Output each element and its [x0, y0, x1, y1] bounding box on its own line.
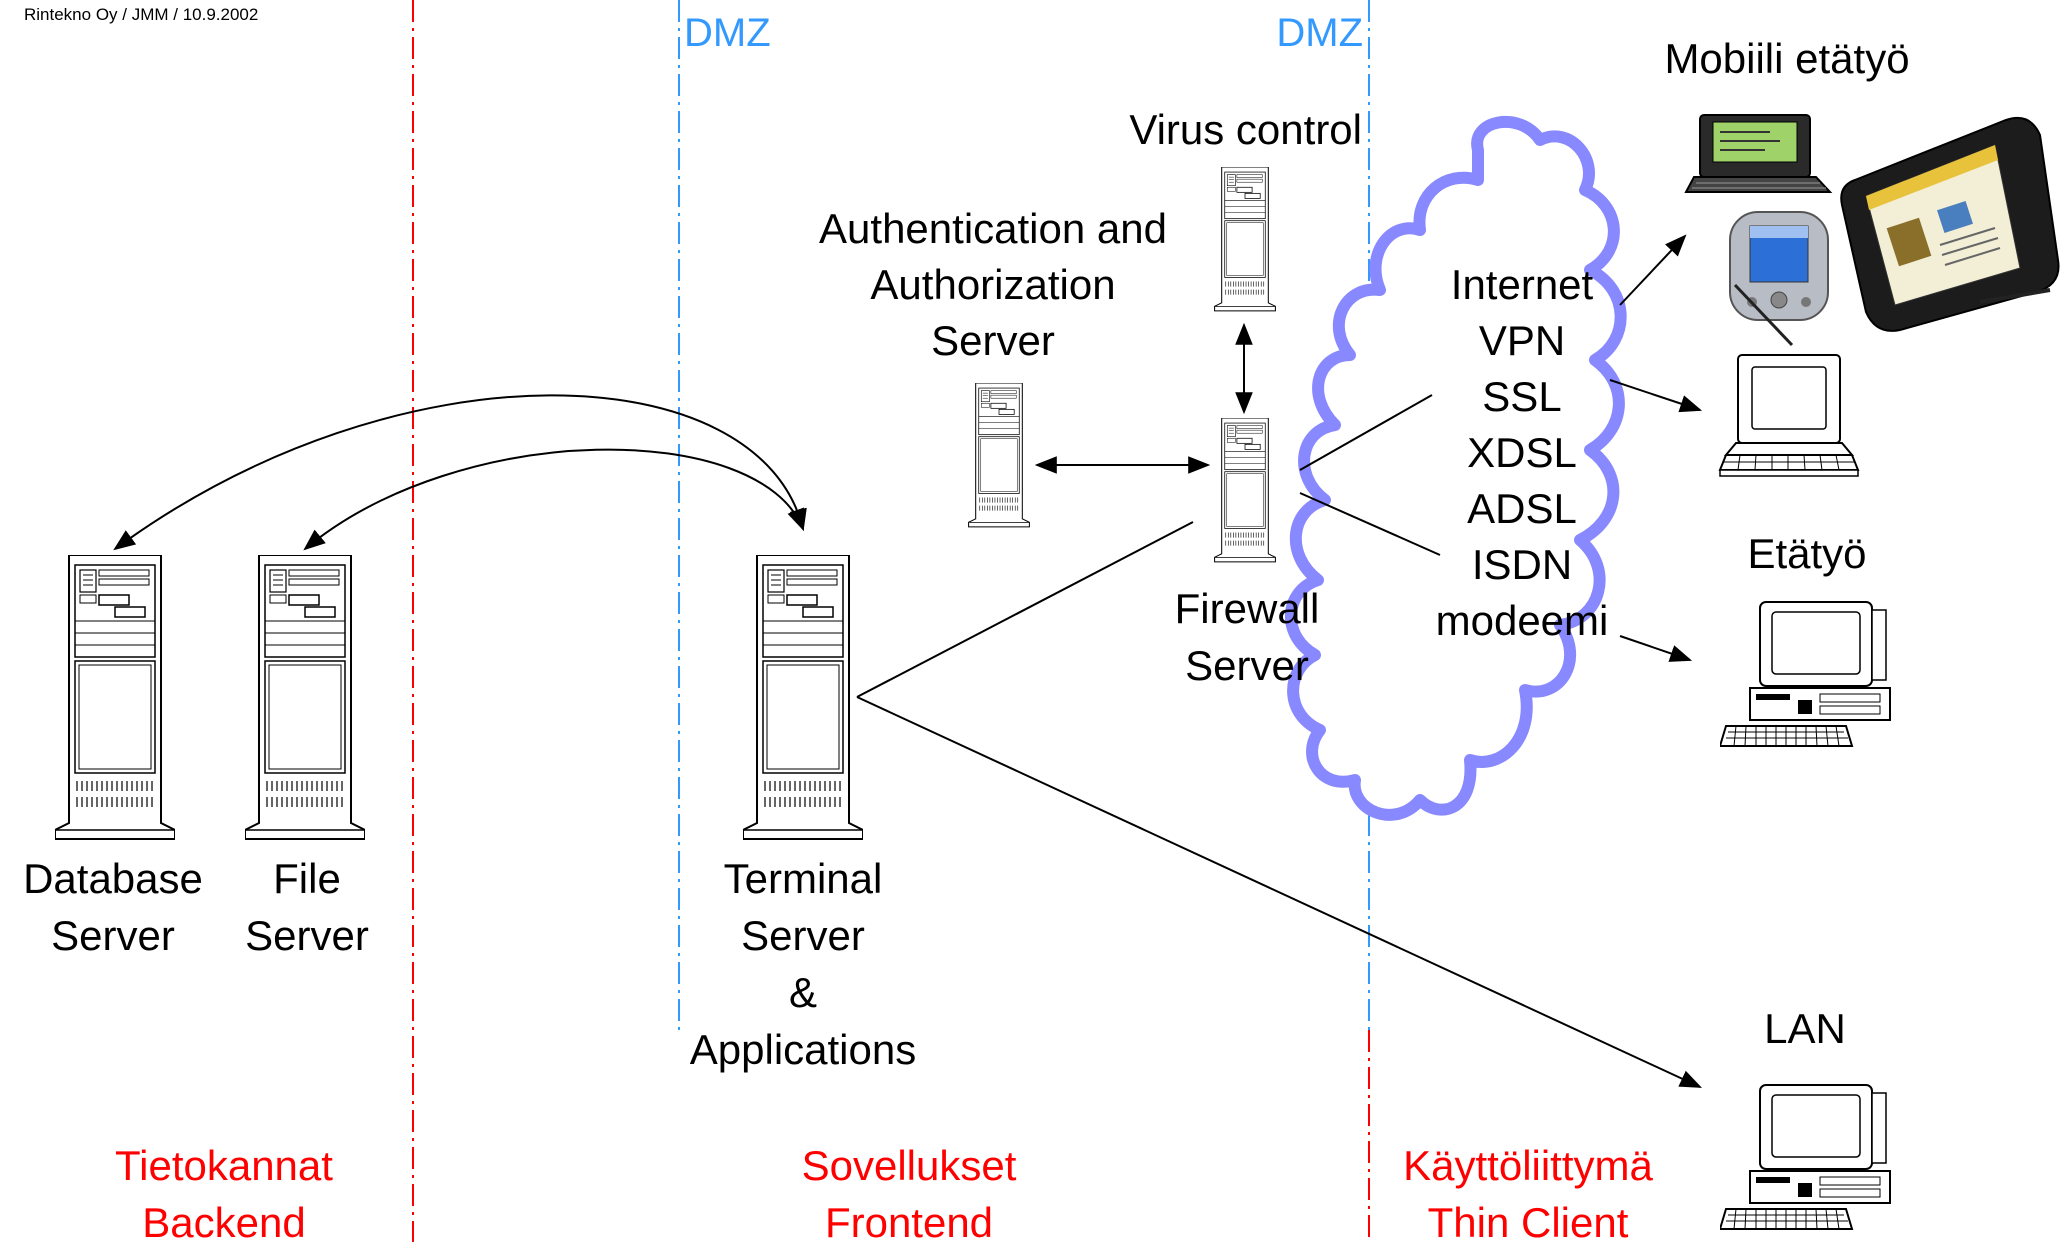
link-terminal-database — [113, 394, 807, 551]
cloud-item: XDSL — [1467, 429, 1577, 476]
client-zone-label-1: Käyttöliittymä — [1403, 1142, 1653, 1189]
virus-control-label: Virus control — [1129, 106, 1362, 153]
frontend-zone-label-2: Frontend — [825, 1199, 993, 1242]
link-terminal-lan — [856, 696, 1702, 1088]
database-server-label-2: Server — [51, 912, 175, 959]
terminal-server-label-2: Server — [741, 912, 865, 959]
remote-desktop-icon — [1720, 601, 1891, 747]
database-server-label-1: Database — [23, 855, 203, 902]
cloud-item: ADSL — [1467, 485, 1577, 532]
firewall-server-label-2: Server — [1185, 642, 1309, 689]
frontend-zone-label-1: Sovellukset — [802, 1142, 1017, 1189]
link-cloud-mobile — [1619, 234, 1687, 306]
virus-server-icon — [1213, 167, 1277, 312]
firewall-server-label-1: Firewall — [1175, 585, 1320, 632]
dmz-label-right: DMZ — [1276, 11, 1363, 55]
dmz-label-left: DMZ — [684, 11, 771, 55]
link-terminal-file — [303, 448, 804, 551]
communicator-device-icon — [1684, 114, 1833, 193]
cloud-item: VPN — [1479, 317, 1565, 364]
firewall-server-icon — [1213, 418, 1277, 563]
backend-zone-label-2: Backend — [142, 1199, 305, 1242]
mobile-work-label: Mobiili etätyö — [1664, 35, 1909, 82]
terminal-server-icon — [743, 555, 863, 840]
cloud-item: ISDN — [1472, 541, 1572, 588]
link-firewall-cloud-a — [1299, 394, 1433, 471]
terminal-server-label-1: Terminal — [724, 855, 883, 902]
link-cloud-laptop — [1609, 379, 1703, 413]
cloud-items: Internet VPN SSL XDSL ADSL ISDN modeemi — [1436, 261, 1609, 644]
backend-zone-label-1: Tietokannat — [115, 1142, 333, 1189]
laptop-icon — [1718, 354, 1860, 477]
file-server-label-2: Server — [245, 912, 369, 959]
client-zone-label-2: Thin Client — [1428, 1199, 1629, 1242]
auth-server-label-1: Authentication and — [819, 205, 1167, 252]
database-server-icon — [55, 555, 175, 840]
lan-desktop-icon — [1720, 1084, 1891, 1230]
terminal-server-label-4: Applications — [690, 1026, 916, 1073]
connections — [113, 234, 1703, 1088]
pda-device-icon — [1729, 211, 1829, 347]
tablet-device-icon — [1840, 116, 2060, 332]
lan-label: LAN — [1764, 1005, 1846, 1052]
link-cloud-remote — [1619, 635, 1693, 662]
link-terminal-firewall — [856, 521, 1194, 698]
network-cloud — [1284, 116, 1627, 821]
link-firewall-cloud-b — [1299, 492, 1441, 556]
terminal-server-label-3: & — [789, 969, 817, 1016]
file-server-label-1: File — [273, 855, 341, 902]
cloud-item: modeemi — [1436, 597, 1609, 644]
auth-server-icon — [967, 383, 1031, 528]
file-server-icon — [245, 555, 365, 840]
remote-work-label: Etätyö — [1747, 530, 1866, 577]
cloud-item: SSL — [1482, 373, 1561, 420]
auth-server-label-2: Authorization — [870, 261, 1115, 308]
cloud-item: Internet — [1451, 261, 1594, 308]
credit-text: Rintekno Oy / JMM / 10.9.2002 — [24, 5, 258, 24]
auth-server-label-3: Server — [931, 317, 1055, 364]
